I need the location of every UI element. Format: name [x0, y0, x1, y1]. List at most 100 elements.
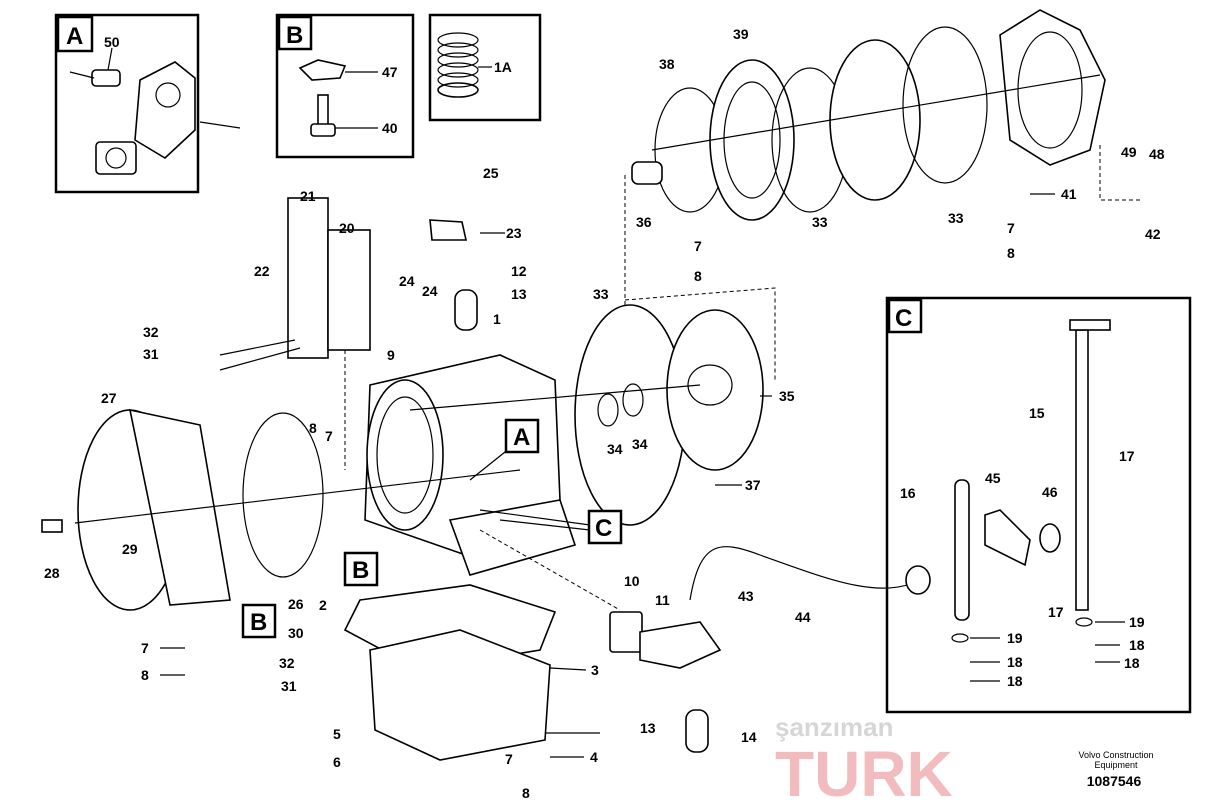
part-label: 25 — [483, 165, 499, 181]
inset-letter-box-a — [56, 15, 94, 53]
inset-letter-box-c — [887, 298, 923, 334]
part-label: 8 — [1007, 245, 1015, 261]
callout-box-b2 — [241, 603, 277, 639]
part-label: 17 — [1119, 448, 1135, 464]
inset-frame-b — [275, 13, 415, 159]
part-label: 7 — [1007, 220, 1015, 236]
part-label: 14 — [741, 729, 757, 745]
part-label: 8 — [141, 667, 149, 683]
inset-letter-box-b — [277, 15, 313, 51]
inset-letter-a: A — [66, 23, 83, 50]
part-label: 45 — [985, 470, 1001, 486]
front-cover — [41, 408, 521, 611]
part-label: 33 — [948, 210, 964, 226]
pump-assembly — [409, 287, 776, 526]
clip-and-bolt — [298, 59, 378, 137]
callout-b1: B — [352, 557, 369, 584]
oil-pan — [343, 584, 557, 761]
part-label: 18 — [1129, 637, 1145, 653]
callout-b2: B — [250, 609, 267, 636]
inset-letter-b: B — [286, 22, 303, 49]
part-label: 24 — [422, 283, 438, 299]
part-label: 21 — [300, 188, 316, 204]
footer-line1: Volvo Construction — [1078, 750, 1153, 760]
part-label: 42 — [1145, 226, 1161, 242]
part-label: 36 — [636, 214, 652, 230]
part-label: 33 — [593, 286, 609, 302]
part-label: 18 — [1124, 655, 1140, 671]
part-label: 41 — [1061, 186, 1077, 202]
part-label: 31 — [143, 346, 159, 362]
callout-c: C — [595, 515, 612, 542]
part-label: 19 — [1129, 614, 1145, 630]
part-label: 43 — [738, 588, 754, 604]
inset-frame-1a — [428, 13, 542, 122]
part-label: 7 — [325, 428, 333, 444]
part-label: 47 — [382, 64, 398, 80]
part-label: 8 — [309, 420, 317, 436]
part-label: 13 — [511, 286, 527, 302]
callout-box-c — [587, 509, 623, 545]
part-label: 32 — [279, 655, 295, 671]
part-label: 40 — [382, 120, 398, 136]
part-label: 12 — [511, 263, 527, 279]
part-label: 27 — [101, 390, 117, 406]
leader-lines — [160, 193, 1125, 758]
part-label: 30 — [288, 625, 304, 641]
callout-a: A — [513, 424, 530, 451]
part-label: 16 — [900, 485, 916, 501]
part-label: 34 — [607, 441, 623, 457]
part-label: 32 — [143, 324, 159, 340]
part-label: 11 — [655, 592, 670, 608]
part-label: 4 — [590, 749, 598, 765]
part-label: 33 — [812, 214, 828, 230]
part-label: 44 — [795, 609, 811, 625]
part-label: 1A — [494, 59, 512, 75]
part-label: 38 — [659, 56, 675, 72]
part-label: 6 — [333, 754, 341, 770]
part-label: 15 — [1029, 405, 1045, 421]
inset-letter-c: C — [895, 305, 912, 332]
callout-box-b1 — [343, 551, 379, 587]
part-label: 34 — [632, 436, 648, 452]
part-label: 9 — [387, 347, 395, 363]
part-label: 8 — [694, 268, 702, 284]
part-label: 22 — [254, 263, 270, 279]
part-label: 49 — [1121, 144, 1137, 160]
part-label: 18 — [1007, 654, 1023, 670]
part-label: 24 — [399, 273, 415, 289]
watermark-brand: TURK — [775, 738, 953, 808]
part-label: 8 — [522, 785, 530, 801]
part-label: 7 — [141, 640, 149, 656]
part-label: 35 — [779, 388, 795, 404]
watermark-sub: şanzıman — [775, 712, 894, 742]
part-label: 10 — [624, 573, 640, 589]
transmission-housing — [219, 197, 577, 576]
part-label: 13 — [640, 720, 656, 736]
part-labels: 50 47 40 1A 38 39 36 33 33 33 41 49 48 4… — [44, 26, 1165, 801]
inset-frame-a — [54, 13, 200, 194]
sensor-housing — [69, 47, 241, 175]
part-label: 31 — [281, 678, 297, 694]
drawing-number: 1087546 — [1087, 773, 1142, 789]
part-label: 48 — [1149, 146, 1165, 162]
part-label: 19 — [1007, 630, 1023, 646]
part-label: 3 — [591, 662, 599, 678]
part-label: 50 — [104, 34, 120, 50]
callout-box-a — [504, 418, 540, 454]
part-label: 1 — [493, 311, 501, 327]
part-label: 26 — [288, 596, 304, 612]
part-label: 29 — [122, 541, 138, 557]
part-label: 28 — [44, 565, 60, 581]
part-label: 2 — [319, 597, 327, 613]
part-label: 46 — [1042, 484, 1058, 500]
part-label: 20 — [339, 220, 355, 236]
part-label: 5 — [333, 726, 341, 742]
rear-housing-assembly — [624, 9, 1140, 310]
watermark: şanzıman TURK — [775, 712, 953, 808]
part-label: 18 — [1007, 673, 1023, 689]
part-label: 7 — [694, 238, 702, 254]
filter-and-hose — [479, 529, 921, 753]
